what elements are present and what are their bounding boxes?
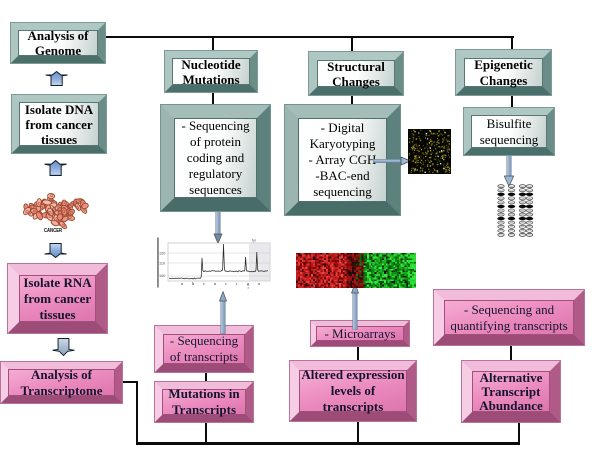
svg-text:a: a <box>181 281 183 286</box>
svg-text:t: t <box>236 281 238 286</box>
svg-text:a: a <box>248 286 250 290</box>
svg-text:c: c <box>225 281 227 286</box>
svg-text:110: 110 <box>159 262 165 266</box>
svg-text:100: 100 <box>159 274 165 278</box>
svg-text:tyr: tyr <box>252 239 257 243</box>
svg-text:a: a <box>258 281 260 286</box>
svg-text:120: 120 <box>159 252 165 256</box>
svg-text:g: g <box>247 281 250 286</box>
svg-text:a: a <box>214 281 216 286</box>
svg-text:c: c <box>203 281 205 286</box>
svg-text:b: b <box>192 281 195 286</box>
